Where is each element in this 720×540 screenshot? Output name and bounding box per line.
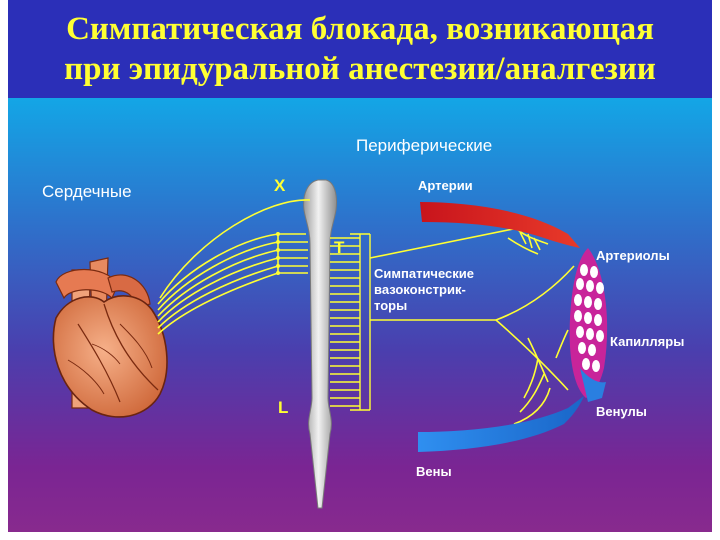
heart-illustration [52,257,168,418]
segmental-nerves [330,233,371,411]
capillary-cells [574,264,604,372]
spine-marker-x: X [274,176,286,195]
sympathetic-block-diagram [52,179,608,509]
label-sympathetic-vasoconstrictors: Симпатические вазоконстрик-торы [374,266,475,313]
cardiac-nerves [157,199,311,335]
label-veins: Вены [416,464,452,479]
slide-title-line-1: Симпатическая блокада, возникающая [66,11,654,47]
spine-marker-l: L [278,398,289,417]
spine-marker-t: T [334,238,345,257]
label-venules: Венулы [596,404,647,419]
label-capillaries: Капилляры [610,334,685,349]
slide-header: Симпатическая блокада, возникающая при э… [8,0,712,98]
cardiac-nerve-dots [276,232,280,275]
artery-vessel [420,202,580,248]
vein-vessel [418,396,584,452]
label-peripheral: Периферические [356,136,493,155]
capillary-bed [569,248,608,402]
label-cardiac: Сердечные [42,182,132,201]
label-arteries: Артерии [418,178,473,193]
label-arterioles: Артериолы [596,248,670,263]
diagram-panel: Сердечные Периферические X T L Артерии А… [8,98,712,532]
vasoconstrictor-nerves [369,227,575,425]
slide-title-line-2: при эпидуральной анестезии/аналгезии [64,51,656,87]
spinal-cord [303,179,337,509]
